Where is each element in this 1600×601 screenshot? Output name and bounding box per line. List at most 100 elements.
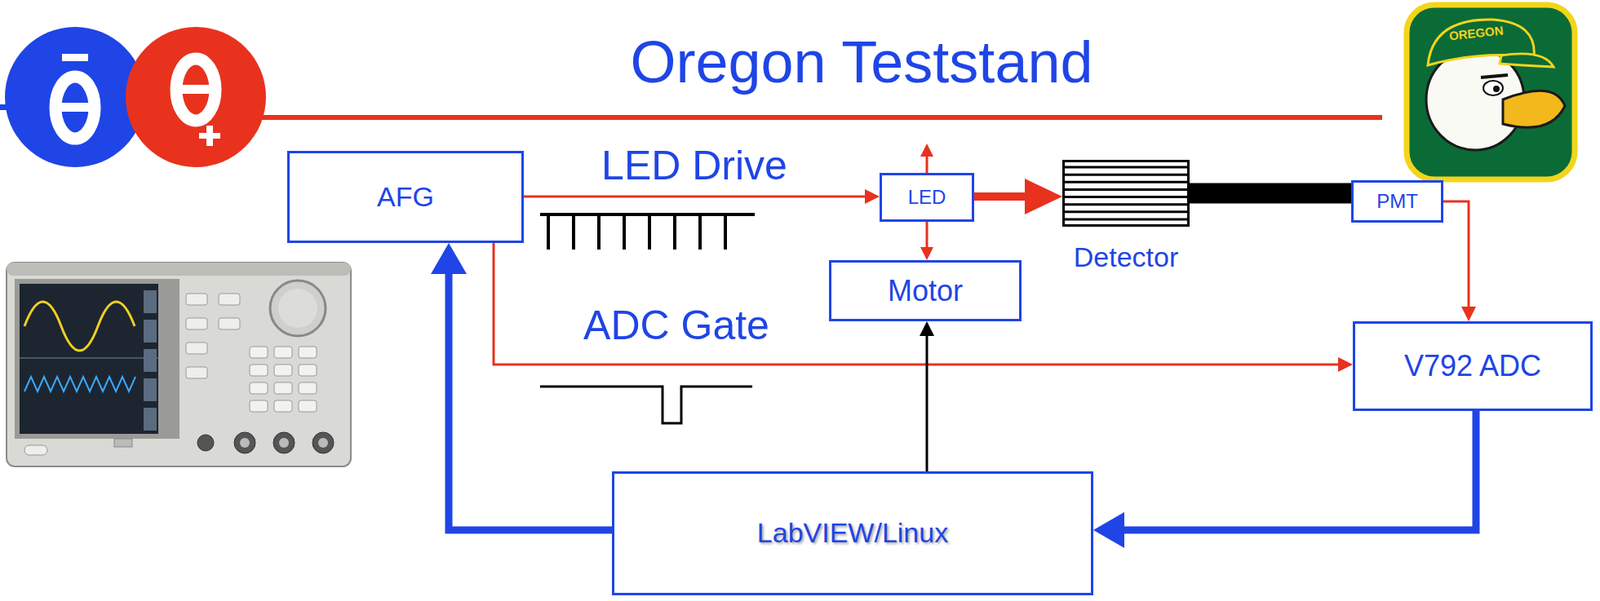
bnc-pin	[279, 438, 289, 448]
menu-key	[143, 407, 157, 431]
detector-layer	[1062, 166, 1190, 169]
pulse-tooth	[597, 212, 601, 250]
instrument-body	[6, 262, 351, 467]
node-label: Detector	[1073, 241, 1179, 274]
keypad-key	[249, 346, 268, 359]
node-label: PMT	[1376, 190, 1419, 213]
side-button	[186, 293, 208, 306]
arrowhead	[430, 243, 467, 275]
detector-layer	[1062, 188, 1190, 191]
keypad-key	[298, 382, 317, 395]
arrowhead	[920, 247, 934, 261]
usb-port	[114, 438, 133, 448]
side-button	[218, 293, 240, 306]
duck-eye	[1483, 80, 1503, 96]
screen-bezel	[14, 279, 180, 439]
connector-line	[974, 192, 1026, 201]
arrowhead	[1093, 512, 1125, 549]
screen	[19, 283, 159, 435]
side-button	[186, 342, 208, 355]
bnc-pin	[318, 438, 328, 448]
screen-divider	[19, 357, 159, 360]
detector-layer	[1062, 195, 1190, 199]
connector-line	[926, 221, 929, 249]
led-motion-arrow	[920, 143, 934, 173]
detector-layer	[1062, 181, 1190, 184]
arrowhead	[919, 321, 935, 337]
positron-circle	[125, 26, 266, 168]
node-label: Motor	[887, 274, 963, 308]
menu-key	[143, 349, 157, 373]
pulse-tooth	[647, 212, 652, 250]
node-label: V792 ADC	[1404, 349, 1542, 383]
process-box: PMT	[1351, 180, 1444, 223]
duck-logo	[1406, 4, 1575, 180]
electron-circle	[4, 26, 146, 168]
process-box: LabVIEW/Linux	[611, 471, 1094, 596]
detector-layer	[1062, 210, 1190, 213]
keypad-key	[249, 382, 268, 395]
node-label: AFG	[376, 181, 435, 213]
electron-glyph	[55, 76, 95, 139]
arrowhead	[1024, 178, 1063, 215]
side-button	[186, 318, 208, 330]
signal-connector	[1443, 201, 1476, 322]
duck-hat-brim	[1499, 53, 1554, 67]
detector-frame	[1063, 161, 1189, 227]
signal-connector	[974, 178, 1063, 215]
keypad-key	[274, 382, 293, 395]
signal-connector	[919, 321, 935, 472]
signal-connector	[430, 243, 612, 531]
pulse-tooth	[571, 212, 576, 250]
minus-sign	[62, 53, 89, 62]
header-rule	[259, 115, 1383, 120]
detector-stripes	[1062, 159, 1190, 227]
keypad-key	[298, 346, 317, 359]
process-box: Motor	[828, 260, 1022, 322]
arrowhead	[864, 189, 880, 204]
bnc-connector	[273, 432, 295, 454]
control-knob	[270, 280, 326, 337]
process-box: LED	[879, 172, 975, 222]
pulse-tooth	[622, 212, 626, 250]
connector-line	[1123, 411, 1476, 531]
motion-arrowhead	[920, 143, 934, 157]
power-button	[24, 445, 48, 456]
bnc-connector	[234, 432, 256, 454]
pulse-tooth	[546, 212, 550, 250]
title-text: Oregon Teststand	[453, 32, 1270, 92]
positron-glyph	[176, 58, 216, 121]
signal-name: LED Drive	[576, 143, 813, 189]
side-button	[186, 367, 208, 379]
connector-line	[926, 335, 929, 472]
signal-connector	[493, 243, 1353, 373]
menu-key	[143, 290, 157, 314]
sine-trace	[24, 301, 135, 351]
connector-line	[523, 195, 866, 199]
detector-block: Detector	[1062, 159, 1190, 274]
pulse-tooth	[673, 212, 677, 250]
keypad-key	[249, 400, 268, 413]
pulse-train-symbol	[540, 212, 755, 250]
process-box: V792 ADC	[1352, 321, 1593, 412]
electron-glyph-bar	[55, 102, 95, 112]
signal-connector	[1189, 193, 1352, 195]
keypad-key	[298, 400, 317, 413]
ee-logo	[0, 26, 266, 168]
connector-line	[1189, 183, 1352, 204]
signal-connector	[920, 221, 934, 261]
keypad-key	[274, 400, 293, 413]
function-generator-photo	[6, 262, 351, 467]
keypad-key	[274, 364, 293, 377]
bnc-connector	[197, 434, 214, 452]
arrowhead	[1461, 306, 1476, 322]
bnc-connector	[312, 432, 334, 454]
menu-key	[143, 378, 157, 402]
signal-connector	[1093, 411, 1476, 549]
node-label: LED	[908, 186, 947, 209]
motion-line	[926, 155, 929, 173]
arrowhead	[1338, 357, 1353, 373]
side-button	[218, 318, 240, 330]
duck-pupil	[1493, 85, 1500, 93]
gate-pulse-symbol	[540, 386, 753, 424]
